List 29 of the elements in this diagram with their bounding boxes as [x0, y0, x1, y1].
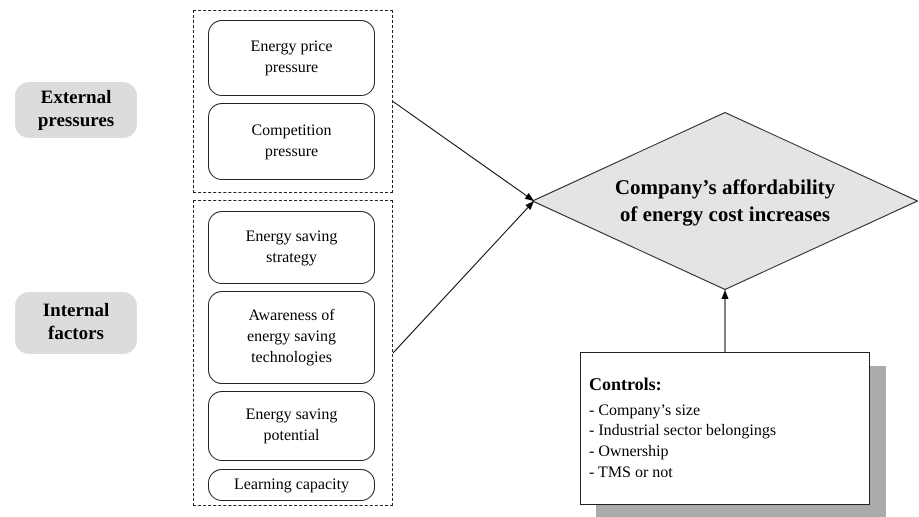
- list-item: - TMS or not: [589, 462, 673, 483]
- dashed-group-box: [193, 10, 393, 193]
- arrow: [392, 200, 534, 354]
- node-label: Energy saving potential: [244, 405, 338, 446]
- arrow: [392, 101, 534, 202]
- node-label: External pressures: [36, 87, 116, 133]
- box-heading: Controls:: [589, 373, 662, 396]
- list-item: - Industrial sector belongings: [589, 421, 776, 442]
- node-label: Internal factors: [42, 300, 110, 346]
- process-box: [208, 103, 375, 180]
- process-box: [208, 211, 375, 284]
- node-label: Learning capacity: [234, 474, 350, 495]
- node-label: Energy saving strategy: [244, 226, 338, 268]
- list-item: - Company’s size: [589, 400, 700, 421]
- process-box: [208, 20, 375, 96]
- process-box: [208, 291, 375, 384]
- node-label: Company’s affordability of energy cost increases: [614, 174, 836, 228]
- node-label: Competition pressure: [250, 120, 332, 162]
- label-pill: [15, 292, 137, 354]
- label-pill: [15, 82, 137, 138]
- process-box: [208, 469, 375, 501]
- node-label: Awareness of energy saving technologies: [246, 306, 337, 368]
- list-item: - Ownership: [589, 442, 669, 462]
- node-label: Energy price pressure: [250, 37, 334, 78]
- dashed-group-box: [193, 200, 393, 506]
- controls-box: [580, 352, 870, 505]
- decision-diamond: [532, 112, 918, 290]
- arrow: [721, 290, 729, 352]
- process-box: [208, 391, 375, 461]
